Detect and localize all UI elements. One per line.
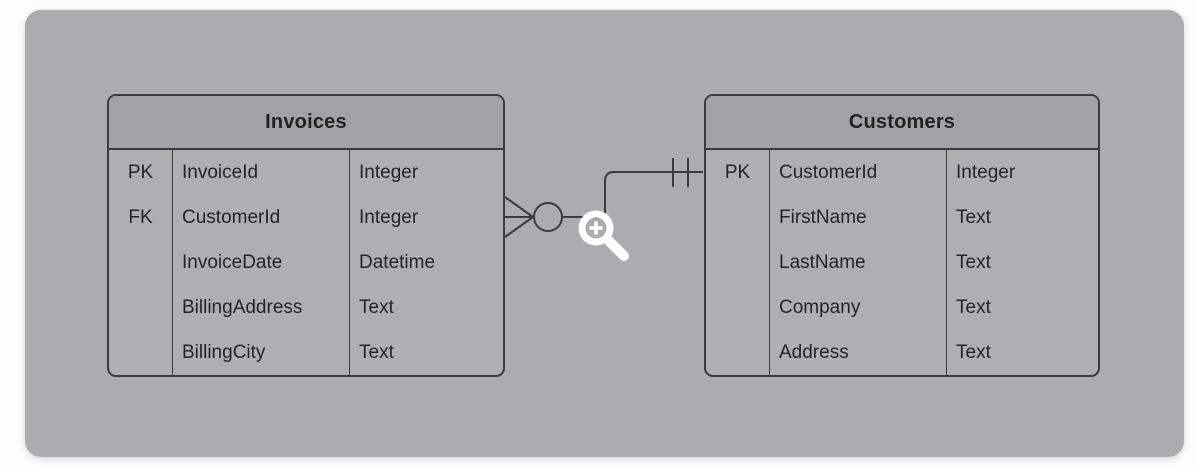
column-type: Text (359, 341, 394, 363)
key-cell (706, 285, 770, 330)
key-cell: PK (706, 150, 770, 195)
column-name: CustomerId (173, 195, 350, 240)
column-type: Integer (359, 206, 419, 228)
key-cell: FK (109, 195, 173, 240)
column-name: LastName (770, 240, 947, 285)
key-cell (706, 330, 770, 375)
column-type: Text (359, 296, 394, 318)
key-cell (706, 240, 770, 285)
column-name: BillingAddress (173, 285, 350, 330)
key-cell (109, 285, 173, 330)
column-name: FirstName (770, 195, 947, 240)
column-type: Datetime (359, 251, 436, 273)
entity-columns: PK InvoiceId Integer FK CustomerId Integ… (109, 150, 503, 375)
column-type: Text (956, 296, 991, 318)
diagram-canvas[interactable]: Invoices PK InvoiceId Integer FK Custome… (25, 10, 1184, 457)
entity-title: Customers (706, 96, 1098, 150)
column-name: BillingCity (173, 330, 350, 375)
column-name: CustomerId (770, 150, 947, 195)
entity-title: Invoices (109, 96, 503, 150)
key-cell (109, 240, 173, 285)
entity-customers[interactable]: Customers PK CustomerId Integer FirstNam… (704, 94, 1100, 377)
column-name: InvoiceId (173, 150, 350, 195)
entity-columns: PK CustomerId Integer FirstName Text Las… (706, 150, 1098, 375)
column-type: Integer (956, 161, 1016, 183)
column-name: Company (770, 285, 947, 330)
key-cell (109, 330, 173, 375)
key-cell: PK (109, 150, 173, 195)
column-type: Integer (359, 161, 419, 183)
column-type: Text (956, 341, 991, 363)
column-type: Text (956, 206, 991, 228)
column-type: Text (956, 251, 991, 273)
column-name: Address (770, 330, 947, 375)
key-cell (706, 195, 770, 240)
entity-invoices[interactable]: Invoices PK InvoiceId Integer FK Custome… (107, 94, 505, 377)
column-name: InvoiceDate (173, 240, 350, 285)
